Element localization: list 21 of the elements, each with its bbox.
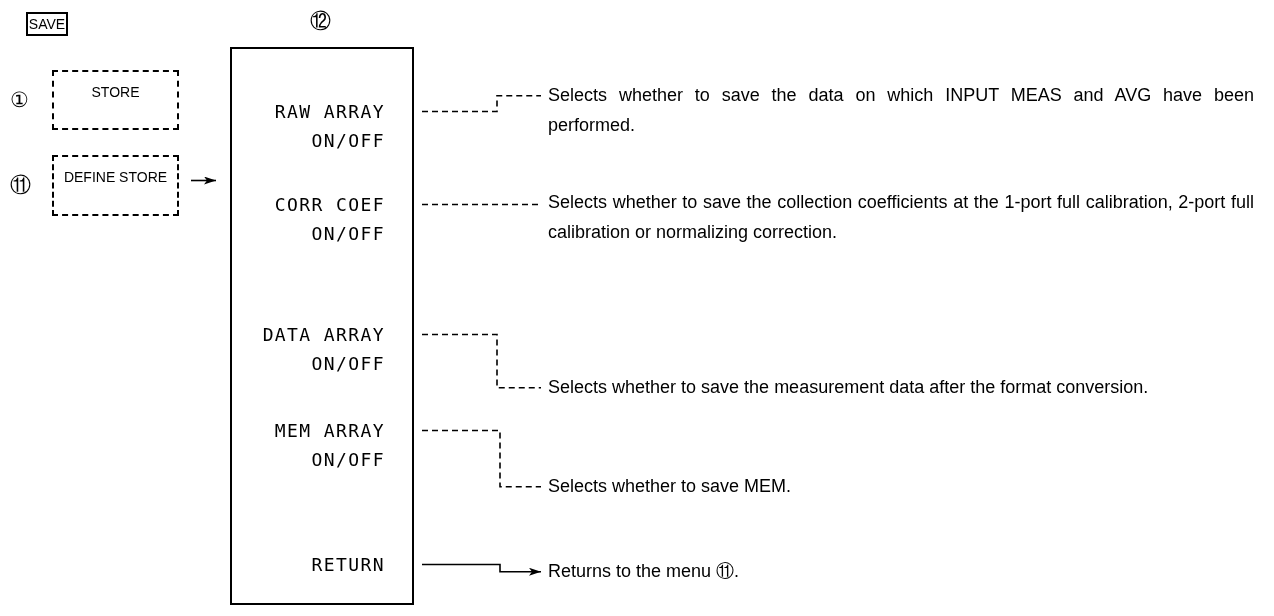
key-box: SAVE	[26, 12, 68, 36]
softkey-label: RETURN	[251, 550, 385, 579]
description-text: Returns to the menu ⑪.	[548, 557, 1254, 587]
softkey-label: MEM ARRAY ON/OFF	[251, 416, 385, 474]
softkey-label: DATA ARRAY ON/OFF	[251, 320, 385, 378]
menu-key-box: DEFINE STORE	[52, 155, 179, 216]
softkey-label: RAW ARRAY ON/OFF	[251, 97, 385, 155]
callout-number: ⑪	[10, 173, 31, 197]
arrow	[190, 176, 217, 185]
callout-number: ①	[10, 88, 29, 112]
menu-key-box: STORE	[52, 70, 179, 130]
menu-number: ⑫	[310, 9, 331, 33]
arrow	[421, 563, 542, 576]
description-text: Selects whether to save the data on which INPUT MEAS and AVG have been performed.	[548, 81, 1254, 140]
leader-line	[421, 333, 542, 389]
leader-line	[421, 429, 542, 488]
description-text: Selects whether to save MEM.	[548, 472, 1254, 502]
softkey-label: CORR COEF ON/OFF	[251, 190, 385, 248]
description-text: Selects whether to save the collection coefficients at the 1-port full calibration, 2-port full calibration or normalizing correction.	[548, 188, 1254, 247]
leader-line	[421, 94, 542, 113]
description-text: Selects whether to save the measurement data after the format conversion.	[548, 373, 1254, 403]
